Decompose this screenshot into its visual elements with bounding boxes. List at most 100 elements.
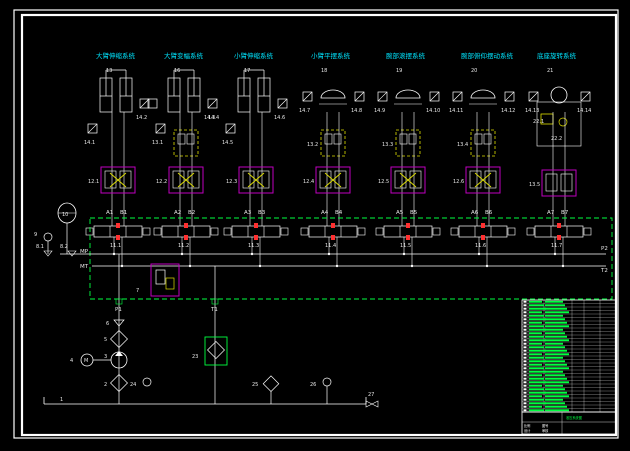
table-cell-text: [529, 395, 542, 398]
pressure-gauge-icon: [354, 91, 365, 102]
solenoid-left: [223, 227, 232, 236]
gauge-9-label: 9: [34, 232, 37, 238]
table-cell-text: [545, 314, 563, 317]
pressure-gauge-icon: [528, 91, 539, 102]
gauge-label: 14.11: [449, 108, 463, 114]
valve-8-2-label: 8.2: [60, 244, 68, 250]
table-cell-text: [529, 339, 546, 342]
component-1-label: 1: [60, 397, 63, 403]
balance-valve-box: [470, 129, 496, 157]
table-cell-text: [545, 384, 563, 387]
table-cell-text: [529, 328, 546, 331]
table-cell-index: [523, 374, 527, 377]
system-title: 大臂伸缩系统: [96, 51, 136, 60]
valve-8-2-icon: [67, 250, 77, 257]
pilot-cross-2: [177, 172, 195, 188]
solenoid-left: [153, 227, 162, 236]
system-title: 大臂变幅系统: [164, 51, 204, 60]
valve-red-tag: [331, 223, 335, 228]
table-cell-index: [523, 381, 527, 384]
relief-valve-7: [155, 269, 166, 285]
gauge-needle: [302, 91, 313, 102]
table-cell-text: [529, 332, 542, 335]
title-block-field: 比例: [524, 423, 530, 428]
port-a-label: A1: [106, 210, 113, 216]
pilot-cross-2: [324, 172, 342, 188]
valve-red-tag: [184, 235, 188, 240]
title-block-field: 图号: [542, 423, 548, 428]
valve-red-tag: [184, 223, 188, 228]
table-cell-text: [545, 388, 565, 391]
solenoid-left: [85, 227, 94, 236]
balance-valve-left: [324, 133, 333, 145]
lock-label: 12.6: [453, 179, 464, 185]
solenoid-right: [142, 227, 151, 236]
solenoid-left: [375, 227, 384, 236]
table-cell-text: [545, 391, 567, 394]
component-27-label: 27: [368, 392, 374, 398]
table-cell-index: [523, 318, 527, 321]
table-cell-text: [545, 353, 569, 356]
thermometer-24: [142, 377, 152, 387]
table-cell-text: [545, 360, 565, 363]
pressure-gauge-icon: [155, 123, 166, 134]
solenoid-left: [450, 227, 459, 236]
table-cell-text: [545, 377, 567, 380]
title-block-name: 液压系统图: [566, 415, 582, 420]
table-cell-text: [545, 318, 565, 321]
check-valve-left: [469, 170, 482, 189]
table-cell-text: [529, 391, 546, 394]
gauge-label: 13.1: [152, 140, 163, 146]
table-cell-index: [523, 402, 527, 405]
table-cell-text: [545, 311, 569, 314]
gauge-needle: [354, 91, 365, 102]
table-cell-text: [545, 321, 567, 324]
system-title: 小臂平摆系统: [311, 51, 351, 60]
check-valve-right: [187, 170, 200, 189]
table-cell-text: [545, 374, 565, 377]
table-cell-text: [529, 307, 546, 310]
hydraulic-lock-box: [390, 166, 426, 194]
port-mt: MT: [80, 264, 89, 270]
table-cell-index: [523, 384, 527, 387]
table-cell-text: [545, 398, 563, 401]
port-b-label: B2: [188, 210, 195, 216]
table-cell-text: [529, 353, 542, 356]
component-5-label: 5: [104, 337, 107, 343]
table-cell-index: [523, 409, 527, 412]
gauge-needle: [277, 98, 288, 109]
gauge-label: 14.14: [577, 108, 591, 114]
check-valve-right: [409, 170, 422, 189]
check-valve-left: [394, 170, 407, 189]
relief-valve-box: [150, 263, 180, 297]
table-cell-text: [545, 381, 569, 384]
rotary-motor-icon: [550, 86, 568, 104]
table-cell-index: [523, 325, 527, 328]
valve-red-tag: [331, 235, 335, 240]
gauge-needle: [429, 91, 440, 102]
table-cell-text: [545, 367, 569, 370]
lock-label: 12.4: [303, 179, 314, 185]
gauge-label: 14.5: [222, 140, 233, 146]
brake-label: 22.1: [533, 119, 544, 125]
port-p1: P1: [115, 307, 122, 313]
solenoid-right: [507, 227, 516, 236]
table-cell-text: [545, 328, 563, 331]
gauge-label: 14.1: [84, 140, 95, 146]
check-valve-right: [334, 170, 347, 189]
table-cell-index: [523, 314, 527, 317]
actuator-label: 21: [547, 68, 553, 74]
table-cell-text: [529, 314, 544, 317]
port-a-label: A3: [244, 210, 252, 216]
table-cell-text: [529, 381, 546, 384]
pressure-gauge-icon: [377, 91, 388, 102]
port-b-label: B6: [485, 210, 493, 216]
table-cell-index: [523, 360, 527, 363]
valve-label: 11.6: [475, 243, 486, 249]
lock-label: 12.2: [156, 179, 167, 185]
extra-label: 22.2: [551, 136, 562, 142]
table-cell-text: [545, 335, 567, 338]
pilot-cross-2: [474, 172, 492, 188]
